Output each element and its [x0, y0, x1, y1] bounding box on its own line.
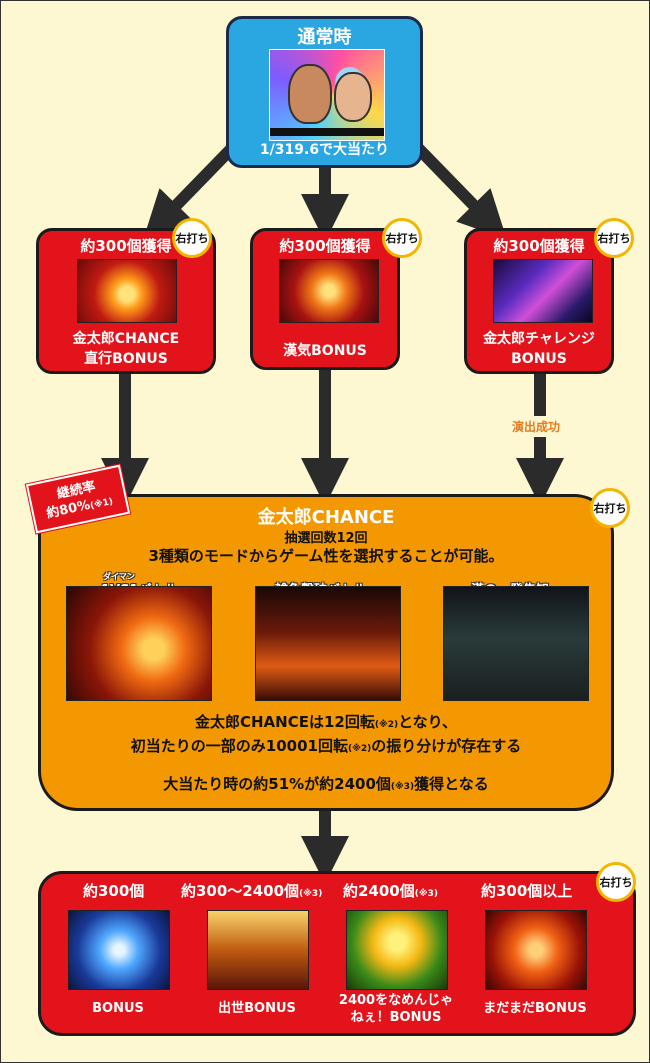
- bonus-image-legend: [207, 910, 309, 990]
- normal-state-box: 通常時 1/319.6で大当たり: [226, 16, 423, 168]
- chance-note-3: 大当たり時の約51%が約2400個(※3)獲得となる: [163, 775, 489, 793]
- right-hit-icon: 右打ち: [172, 218, 212, 258]
- character-face-icon: [288, 64, 332, 124]
- chance-description: 3種類のモードからゲーム性を選択することが可能。: [148, 547, 504, 565]
- route-box-challenge: 約300個獲得 金太郎チャレンジ BONUS: [464, 228, 614, 374]
- chance-note-1: 金太郎CHANCEは12回転(※2)となり、: [194, 713, 458, 731]
- chance-logo-image: [77, 259, 177, 323]
- character-face-icon: [334, 72, 372, 122]
- chance-draws: 抽選回数12回: [284, 531, 368, 546]
- bonus-image-madamada: [485, 910, 587, 990]
- normal-state-image: [269, 49, 385, 141]
- dialogue-strip: [270, 128, 384, 136]
- right-hit-icon: 右打ち: [590, 488, 630, 528]
- route-box-otokogi: 約300個獲得 漢気BONUS: [250, 228, 400, 370]
- bonus-label: 出世BONUS: [218, 1001, 296, 1016]
- challenge-logo-image: [493, 259, 593, 323]
- arrow-top-to-left: [143, 143, 237, 240]
- bonus-header: 約2400個(※3): [343, 882, 438, 900]
- chance-title: 金太郎CHANCE: [257, 507, 395, 528]
- right-hit-icon: 右打ち: [594, 218, 634, 258]
- mode-ippatsu-image: [443, 586, 589, 701]
- chance-note-2: 初当たりの一部のみ10001回転(※2)の振り分けが存在する: [130, 737, 522, 755]
- bonus-label: まだまだBONUS: [483, 1001, 587, 1016]
- route-label: 金太郎CHANCE 直行BONUS: [72, 331, 180, 367]
- bonus-header: 約300～2400個(※3): [181, 882, 323, 900]
- bonus-image-2400: [346, 910, 448, 990]
- mode-1vs1-image: [66, 586, 212, 701]
- bonus-header: 約300個: [83, 882, 145, 900]
- bonus-results-box: 約300個 約300～2400個(※3) 約2400個(※3) 約300個以上 …: [38, 871, 636, 1036]
- bonus-label: BONUS: [92, 1001, 144, 1016]
- route-label: 漢気BONUS: [283, 343, 367, 359]
- bonus-image-blue: [68, 910, 170, 990]
- route-header: 約300個獲得: [493, 237, 585, 255]
- normal-state-title: 通常時: [297, 27, 352, 48]
- route-header: 約300個獲得: [279, 237, 371, 255]
- route-label: 金太郎チャレンジ BONUS: [483, 331, 595, 367]
- right-hit-icon: 右打ち: [382, 218, 422, 258]
- kintaro-chance-box: 金太郎CHANCE 抽選回数12回 3種類のモードからゲーム性を選択することが可…: [38, 494, 614, 811]
- otokogi-logo-image: [279, 259, 379, 323]
- mode-zako-image: [255, 586, 401, 701]
- mode-ruby: ダイマン: [103, 572, 135, 581]
- arrow-top-to-right: [413, 143, 507, 240]
- success-label: 演出成功: [512, 416, 561, 437]
- right-hit-icon: 右打ち: [596, 862, 636, 902]
- bonus-label: 2400をなめんじゃねぇ！BONUS: [338, 993, 454, 1025]
- route-header: 約300個獲得: [80, 237, 172, 255]
- bonus-header: 約300個以上: [481, 882, 573, 900]
- hit-probability: 1/319.6で大当たり: [259, 142, 390, 158]
